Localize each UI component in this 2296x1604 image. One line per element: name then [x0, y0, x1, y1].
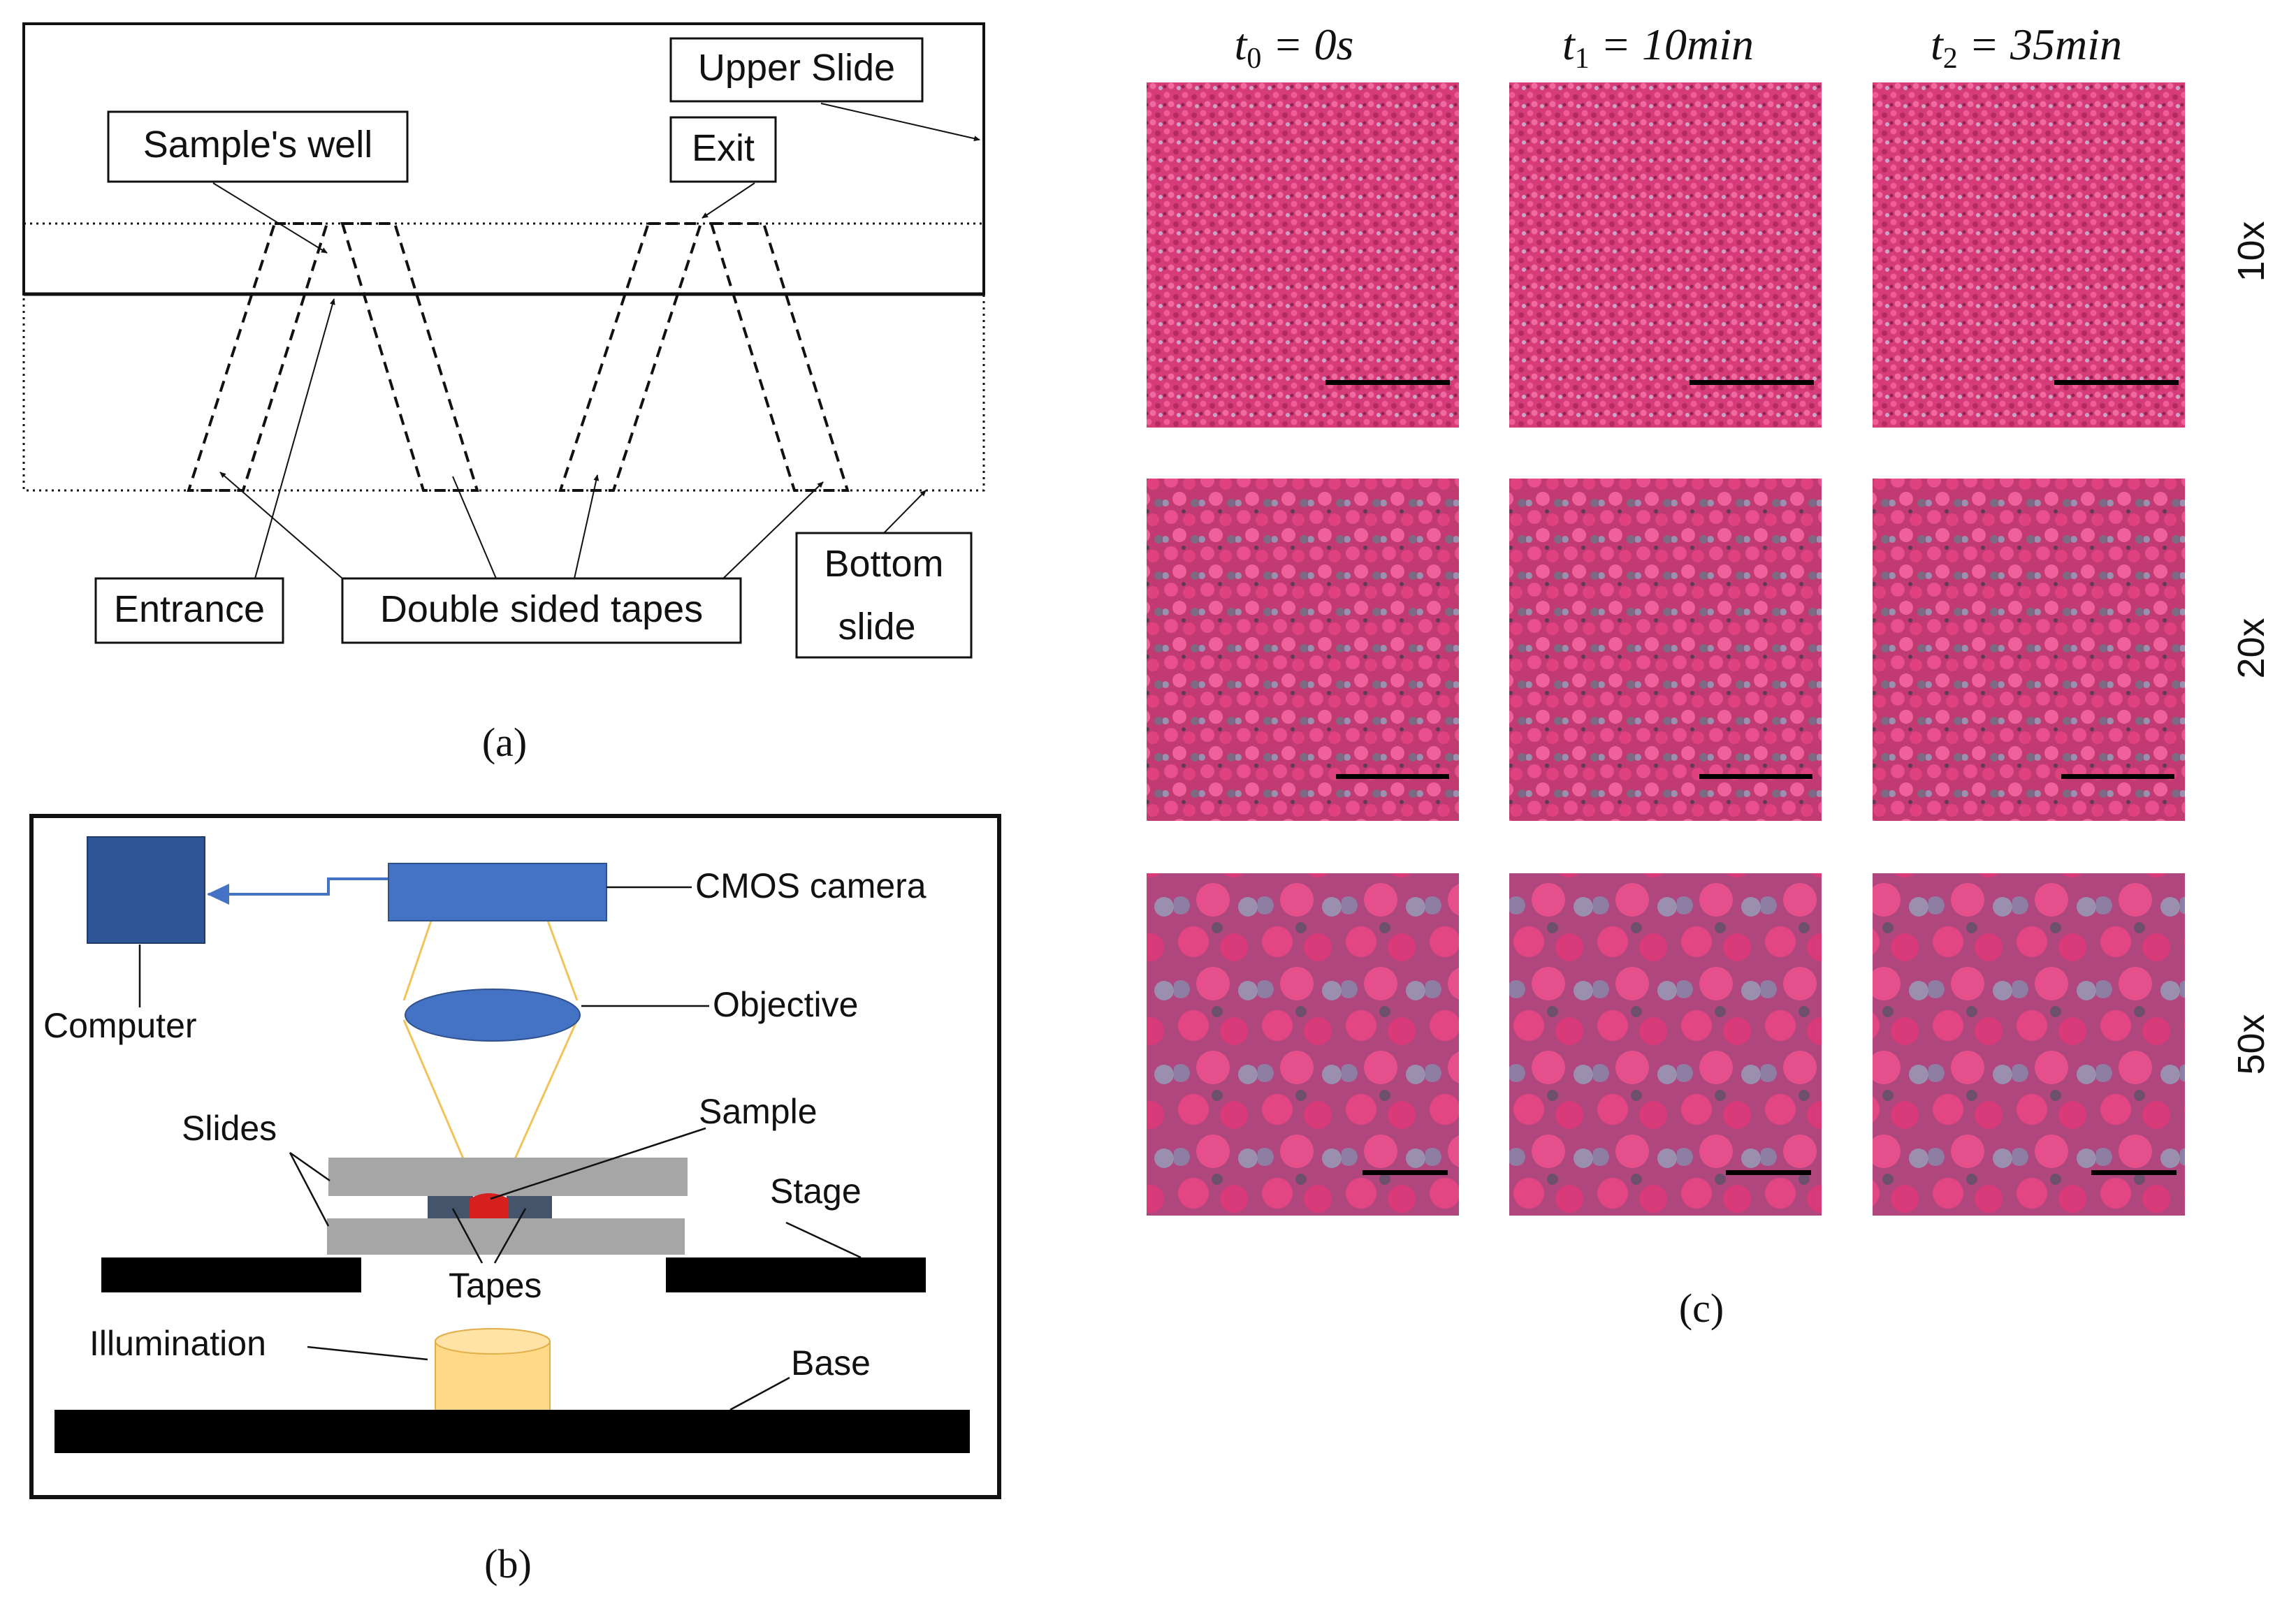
label-cmos-camera: CMOS camera: [695, 866, 927, 905]
scale-bar-20x-t0: [1336, 774, 1449, 779]
scale-bar-10x-t0: [1325, 380, 1450, 385]
label-bottom-slide-1: Bottom: [824, 543, 943, 585]
label-base: Base: [791, 1343, 871, 1383]
tape-1: [187, 222, 329, 492]
leader-tape-1: [219, 472, 343, 579]
leader-entrance: [254, 298, 335, 579]
label-box-entrance: [94, 577, 284, 644]
scale-bar-20x-t2: [2061, 774, 2174, 779]
leader-illumination: [307, 1346, 428, 1361]
tape-3: [558, 222, 703, 492]
column-header-t2: t2 = 35min: [1931, 20, 2122, 75]
micrograph-50x-t2: [1873, 873, 2185, 1216]
micrograph-50x-t0: [1147, 873, 1459, 1216]
label-double-sided-tapes: Double sided tapes: [380, 588, 703, 630]
light-cone-lower-left: [402, 1019, 468, 1167]
stage-left: [101, 1257, 361, 1292]
leader-tape-2: [452, 476, 497, 579]
label-entrance: Entrance: [114, 588, 265, 630]
label-illumination: Illumination: [89, 1324, 266, 1363]
scale-bar-50x-t1: [1726, 1170, 1811, 1175]
label-tapes: Tapes: [449, 1266, 542, 1305]
micrograph-10x-t1: [1509, 82, 1822, 428]
caption-c: (c): [1679, 1285, 1724, 1331]
panel-a: Upper Slide Sample's well Exit Bottom sl…: [22, 22, 985, 765]
caption-b: (b): [484, 1541, 532, 1587]
leader-bottom-slide: [883, 490, 927, 534]
base-bar: [55, 1410, 970, 1453]
label-sample-well: Sample's well: [143, 124, 372, 166]
tape-right-bar: [507, 1196, 552, 1218]
scale-bar-50x-t0: [1363, 1170, 1448, 1175]
leader-tapes-right: [493, 1208, 527, 1264]
leader-stage: [785, 1221, 862, 1259]
camera-computer-cable: [207, 877, 388, 905]
leader-base: [729, 1376, 790, 1411]
scale-bar-20x-t1: [1699, 774, 1812, 779]
caption-a: (a): [482, 720, 527, 765]
cmos-camera-icon: [388, 863, 607, 921]
label-upper-slide: Upper Slide: [698, 47, 895, 89]
column-header-t1: t1 = 10min: [1562, 20, 1754, 75]
scale-bar-50x-t2: [2091, 1170, 2177, 1175]
label-box-exit: [669, 116, 777, 183]
micrograph-20x-t0: [1147, 479, 1459, 821]
leader-tapes-left: [451, 1208, 484, 1264]
leader-slides-lower: [289, 1152, 330, 1227]
light-cone-lower-right: [510, 1019, 579, 1167]
lower-slide-bar: [327, 1218, 685, 1255]
scale-bar-10x-t2: [2054, 380, 2179, 385]
tape-left-bar: [428, 1196, 473, 1218]
label-computer: Computer: [43, 1006, 197, 1045]
upper-slide-bar: [328, 1158, 688, 1196]
leader-sample: [490, 1127, 706, 1200]
micrograph-10x-t2: [1873, 82, 2185, 428]
leader-exit: [702, 182, 755, 219]
computer-icon: [87, 836, 205, 944]
micrograph-50x-t1: [1509, 873, 1822, 1216]
micrograph-20x-t1: [1509, 479, 1822, 821]
setup-frame: [29, 814, 1001, 1499]
scale-bar-10x-t1: [1690, 380, 1814, 385]
label-bottom-slide-2: slide: [838, 606, 915, 648]
light-cone-upper-left: [402, 920, 433, 1001]
stage-right: [666, 1257, 926, 1292]
label-box-sample-well: [107, 110, 409, 183]
label-box-double-sided-tapes: [341, 577, 742, 644]
label-objective: Objective: [713, 985, 858, 1024]
label-slides: Slides: [182, 1109, 277, 1148]
row-label-50x: 50x: [2230, 1014, 2272, 1074]
micrograph-10x-t0: [1147, 82, 1459, 428]
panel-b: CMOS camera Computer Objective Sample Sl…: [29, 814, 1001, 1587]
panel-c: t0 = 0s t1 = 10min t2 = 35min 10x 20x 50…: [1147, 20, 2272, 1331]
bottom-slide-outline: [22, 222, 985, 492]
label-sample: Sample: [699, 1092, 818, 1131]
leader-sample-well: [212, 182, 328, 254]
light-cone-upper-right: [546, 920, 579, 1001]
label-exit: Exit: [692, 127, 755, 169]
leader-tape-3: [574, 474, 600, 579]
row-label-10x: 10x: [2230, 221, 2272, 282]
label-box-upper-slide: [669, 37, 924, 103]
leader-upper-slide: [820, 103, 980, 142]
objective-lens-icon: [405, 989, 581, 1042]
sample-drop: [470, 1193, 509, 1218]
tape-2: [340, 222, 479, 492]
label-box-bottom-slide: [795, 532, 973, 659]
leader-tape-4: [722, 481, 824, 579]
column-header-t0: t0 = 0s: [1235, 20, 1354, 75]
micrograph-20x-t2: [1873, 479, 2185, 821]
tape-4: [709, 222, 850, 492]
leader-slides-upper: [289, 1151, 330, 1182]
row-label-20x: 20x: [2230, 618, 2272, 678]
illumination-top: [435, 1328, 551, 1355]
label-stage: Stage: [770, 1172, 862, 1211]
